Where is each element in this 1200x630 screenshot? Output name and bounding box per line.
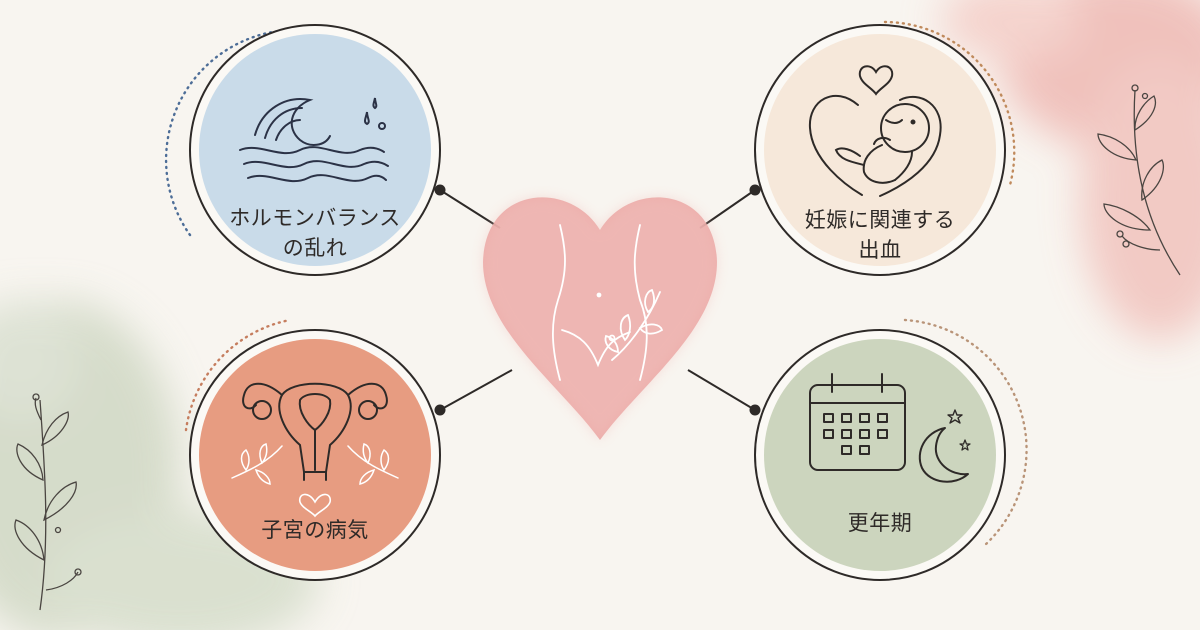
node-uterus <box>184 318 441 581</box>
pregnancy-label-line-2: 出血 <box>858 238 902 262</box>
small-heart-icon <box>298 493 332 518</box>
watercolor-pink-top-right <box>940 0 1200 340</box>
node-label-hormone: ホルモンバランス の乱れ <box>215 203 415 263</box>
node-hormone <box>164 24 441 276</box>
connectors <box>439 189 756 411</box>
dotted-arc-pregnancy <box>883 20 1016 187</box>
dotted-arc-hormone <box>164 28 292 237</box>
connector-dots <box>434 184 761 416</box>
connector-menopause <box>687 369 756 411</box>
node-menopause <box>754 318 1028 581</box>
dotted-arc-menopause <box>903 318 1028 547</box>
female-torso-heart-icon <box>552 224 664 381</box>
ocean-wave-icon <box>239 97 389 183</box>
botanical-sprig-right <box>1097 84 1181 276</box>
uterus-label-line-1: 子宮の病気 <box>261 518 369 542</box>
leaf-sprig-right-icon <box>347 443 399 485</box>
connector-pregnancy <box>699 189 756 229</box>
hormone-label-line-2: の乱れ <box>282 236 348 260</box>
botanical-sprig-left <box>14 393 82 611</box>
connector-hormone <box>439 189 501 229</box>
baby-in-heart-icon <box>808 65 942 197</box>
uterus-icon <box>242 382 388 481</box>
node-label-menopause: 更年期 <box>780 508 980 538</box>
pregnancy-label-line-1: 妊娠に関連する <box>804 208 956 232</box>
leaf-sprig-left-icon <box>231 443 283 485</box>
connector-uterus <box>439 369 513 411</box>
hormone-label-line-1: ホルモンバランス <box>229 206 401 230</box>
calendar-moon-icon <box>809 373 971 483</box>
menopause-label-line-1: 更年期 <box>847 511 913 535</box>
node-pregnancy <box>754 20 1016 276</box>
node-label-uterus: 子宮の病気 <box>215 515 415 545</box>
node-label-pregnancy: 妊娠に関連する 出血 <box>780 205 980 265</box>
center-heart <box>483 197 717 440</box>
